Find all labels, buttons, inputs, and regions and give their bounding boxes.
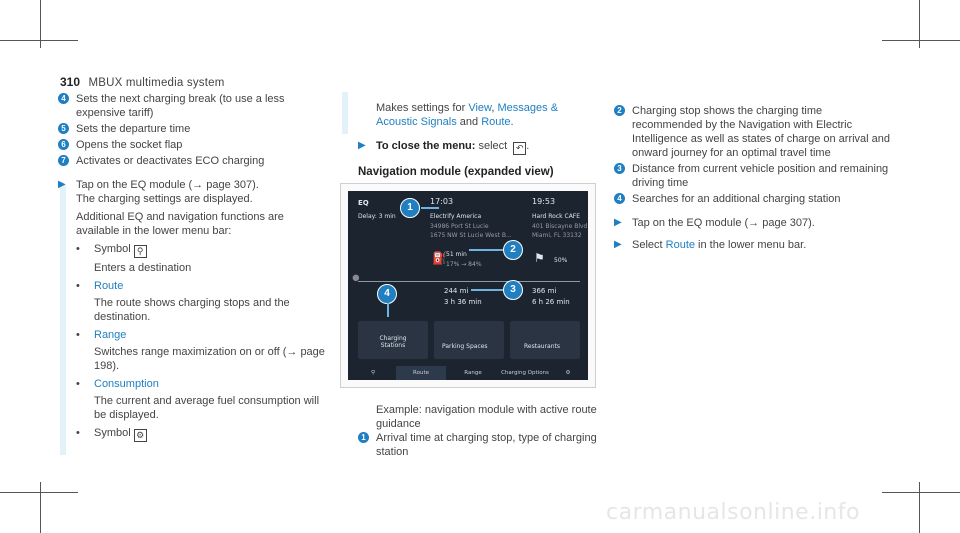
section-heading: Navigation module (expanded view) [358, 166, 554, 178]
flag-icon: ⚑ [534, 251, 545, 265]
route-line [358, 281, 580, 282]
crop-mark [919, 482, 920, 533]
callout-4: 4 [377, 284, 397, 304]
callout-1: 1 [400, 198, 420, 218]
section-title: MBUX multimedia system [88, 77, 225, 89]
search-icon: ⚲ [133, 245, 147, 258]
link-route[interactable]: Route [665, 239, 695, 251]
navigation-figure: EQ Delay: 3 min 17:03 Electrify America … [340, 183, 596, 388]
step: ▶Select Route in the lower menu bar. [614, 239, 807, 251]
search-icon[interactable]: ⚲ [370, 370, 376, 376]
tab-route[interactable]: Route [396, 366, 446, 380]
link-route[interactable]: Route [481, 116, 511, 128]
gear-icon: ⚙ [133, 429, 147, 442]
bullet-item: •Route The route shows charging stops an… [76, 280, 290, 323]
crop-mark [0, 40, 78, 41]
note-bar [342, 92, 348, 134]
bullet-item: •Range Switches range maximization on or… [76, 329, 325, 372]
navigation-screen: EQ Delay: 3 min 17:03 Electrify America … [348, 191, 588, 380]
callout-3: 3 [503, 280, 523, 300]
crop-mark [40, 482, 41, 533]
charger-icon: ⛽ [432, 251, 447, 265]
crop-mark [882, 40, 960, 41]
gear-icon[interactable]: ⚙ [565, 370, 571, 376]
bullet-item: •Symbol⚲ Enters a destination [76, 243, 192, 274]
back-icon: ↶ [513, 142, 527, 155]
step-arrow-icon: ▶ [58, 179, 66, 190]
eq-label: EQ [358, 199, 369, 207]
crop-mark [882, 492, 960, 493]
link-messages[interactable]: Messages & Acoustic Signals [376, 102, 559, 128]
step: ▶Tap on the EQ module (→ page 307). [614, 217, 815, 229]
step-arrow-icon: ▶ [614, 217, 622, 228]
link-view[interactable]: View [468, 102, 492, 114]
watermark: carmanualsonline.info [606, 500, 860, 525]
crop-mark [0, 492, 78, 493]
crop-mark [919, 0, 920, 48]
crop-mark [40, 0, 41, 48]
step: ▶ Tap on the EQ module (→ page 307). The… [58, 179, 284, 237]
page-number: 310 [60, 75, 81, 89]
step: ▶ To close the menu: select ↶. [358, 140, 530, 155]
car-icon: ⚫ [350, 271, 362, 287]
step-arrow-icon: ▶ [614, 239, 622, 250]
step-arrow-icon: ▶ [358, 140, 366, 151]
restaurants-card[interactable]: Restaurants [510, 321, 580, 359]
tab-range[interactable]: Range [464, 370, 482, 376]
column-2: Makes settings for View, Messages & Acou… [358, 101, 598, 179]
figure-caption: Example: navigation module with active r… [358, 403, 598, 461]
callout-2: 2 [503, 240, 523, 260]
note-bar [60, 185, 66, 455]
parking-spaces-card[interactable]: Parking Spaces [434, 321, 504, 359]
charging-stations-card[interactable]: Charging Stations [358, 321, 428, 359]
settings-intro: Makes settings for View, Messages & Acou… [376, 102, 559, 128]
bullet-item: •Symbol⚙ [76, 426, 328, 442]
page-header: 310 MBUX multimedia system [60, 73, 225, 91]
tab-charging-options[interactable]: Charging Options [501, 370, 549, 376]
bullet-item: •Consumption The current and average fue… [76, 378, 320, 421]
